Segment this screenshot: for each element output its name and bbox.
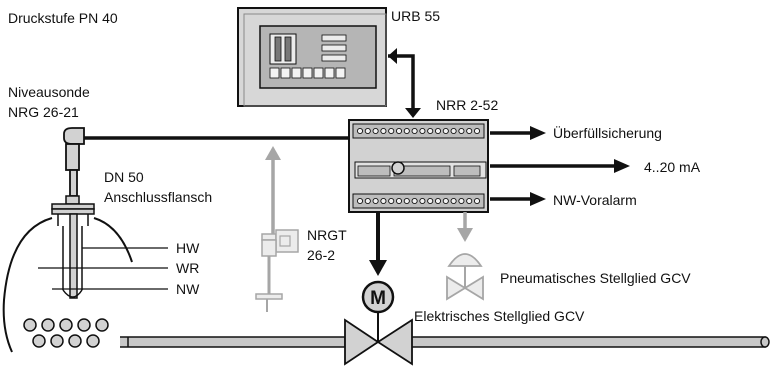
terminal-dot: [473, 197, 481, 205]
hw-label: HW: [176, 240, 200, 256]
terminal-dot: [403, 197, 410, 205]
nw-label: NW: [176, 281, 200, 297]
terminal-dot: [450, 127, 457, 135]
electric-valve: M: [344, 280, 413, 366]
output-arrows: [490, 126, 630, 206]
terminal-dot: [442, 197, 449, 205]
terminal-dot: [372, 197, 379, 205]
terminal-dot: [388, 127, 395, 135]
terminal-dot: [356, 127, 364, 135]
terminal-dot: [427, 197, 434, 205]
terminal-dot: [411, 197, 418, 205]
nrgt-signal: [265, 146, 281, 234]
feed-pipe: [120, 336, 770, 348]
pressure-stage-label: Druckstufe PN 40: [8, 10, 118, 26]
urb-nrr-link: [388, 48, 421, 118]
pneumatic-valve: [446, 253, 484, 301]
terminal-dot: [450, 197, 457, 205]
pneumatic-signal: [457, 212, 473, 242]
urb55-button-row: [269, 67, 346, 79]
terminal-dot: [395, 127, 403, 135]
nrgt-label-2: 26-2: [307, 247, 335, 263]
level-probe-label-1: Niveausonde: [8, 84, 90, 100]
nrgt-label-1: NRGT: [307, 227, 347, 243]
terminal-dot: [364, 197, 371, 205]
terminal-dot: [419, 127, 426, 135]
terminal-dot: [434, 127, 442, 135]
nrr-transmitter: [348, 119, 489, 213]
boiler-tubes: [23, 318, 109, 348]
level-probe-label-2: NRG 26-21: [8, 104, 79, 120]
low-level-alarm-label: NW-Voralarm: [553, 192, 637, 208]
wr-label: WR: [176, 260, 199, 276]
flange-label-1: DN 50: [104, 169, 144, 185]
terminal-dot: [442, 127, 449, 135]
flange-label-2: Anschlussflansch: [104, 189, 212, 205]
transmitter-label: NRR 2-52: [436, 97, 498, 113]
terminal-dot: [458, 127, 465, 135]
terminal-dot: [458, 197, 465, 205]
terminal-dot: [364, 127, 371, 135]
pneumatic-valve-label: Pneumatisches Stellglied GCV: [500, 270, 691, 286]
terminal-dot: [395, 197, 403, 205]
terminal-dot: [380, 127, 387, 135]
urb55-controller: [237, 7, 387, 107]
overflow-label: Überfüllsicherung: [553, 124, 662, 141]
output-signal-label: 4..20 mA: [644, 159, 701, 175]
terminal-dot: [419, 197, 426, 205]
motor-symbol: [361, 280, 395, 314]
terminal-dot: [388, 197, 395, 205]
terminal-dot: [427, 127, 434, 135]
electric-valve-label: Elektrisches Stellglied GCV: [414, 308, 585, 324]
terminal-dot: [434, 197, 442, 205]
terminal-dot: [403, 127, 410, 135]
boiler-vessel: [2, 217, 168, 353]
nrgt-sensor: [255, 229, 299, 312]
terminal-dot: [380, 197, 387, 205]
terminal-dot: [473, 127, 481, 135]
terminal-dot: [356, 197, 364, 205]
motor-signal: [369, 212, 387, 276]
level-probe: [51, 127, 95, 299]
terminal-dot: [411, 127, 418, 135]
terminal-dot: [466, 127, 473, 135]
terminal-dot: [372, 127, 379, 135]
controller-label: URB 55: [391, 8, 440, 24]
terminal-dot: [466, 197, 473, 205]
motor-label: M: [370, 288, 386, 309]
